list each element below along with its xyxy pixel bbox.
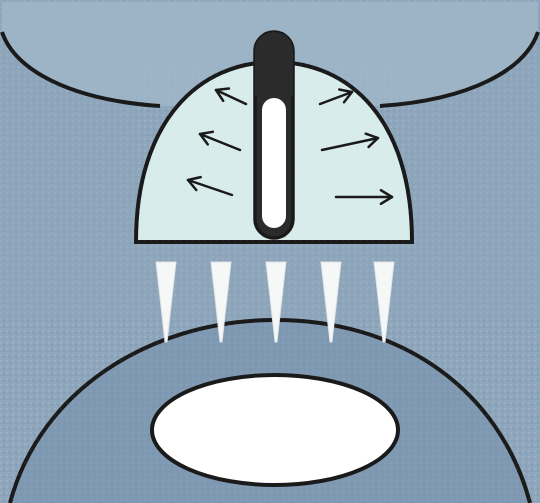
lower-ellipse xyxy=(152,375,398,485)
tube-icon xyxy=(255,32,293,238)
tube-window xyxy=(262,98,286,228)
tube-cap xyxy=(255,32,293,96)
